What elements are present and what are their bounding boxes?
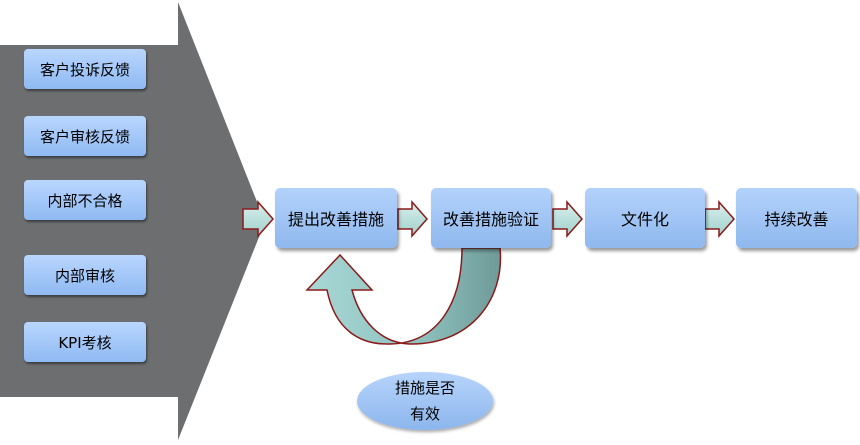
feedback-loop-arrow (305, 247, 502, 345)
connector-arrow-2 (397, 200, 429, 238)
source-box-kpi: KPI考核 (24, 322, 146, 362)
connector-arrow-4 (704, 200, 736, 238)
decision-line-2: 有效 (409, 405, 440, 423)
connector-arrow-3 (552, 200, 584, 238)
step-box-propose: 提出改善措施 (275, 188, 397, 248)
source-box-internal-nonconformity: 内部不合格 (24, 180, 146, 220)
source-box-internal-audit: 内部审核 (24, 255, 146, 295)
step-box-document: 文件化 (585, 188, 705, 248)
decision-line-1: 措施是否 (394, 379, 455, 397)
source-box-customer-audit: 客户审核反馈 (24, 116, 146, 156)
connector-arrow-1 (242, 200, 275, 238)
decision-ellipse: 措施是否 有效 (357, 372, 493, 430)
step-box-continuous: 持续改善 (736, 188, 857, 248)
step-box-verify: 改善措施验证 (431, 188, 551, 248)
source-box-complaint: 客户投诉反馈 (24, 49, 146, 89)
